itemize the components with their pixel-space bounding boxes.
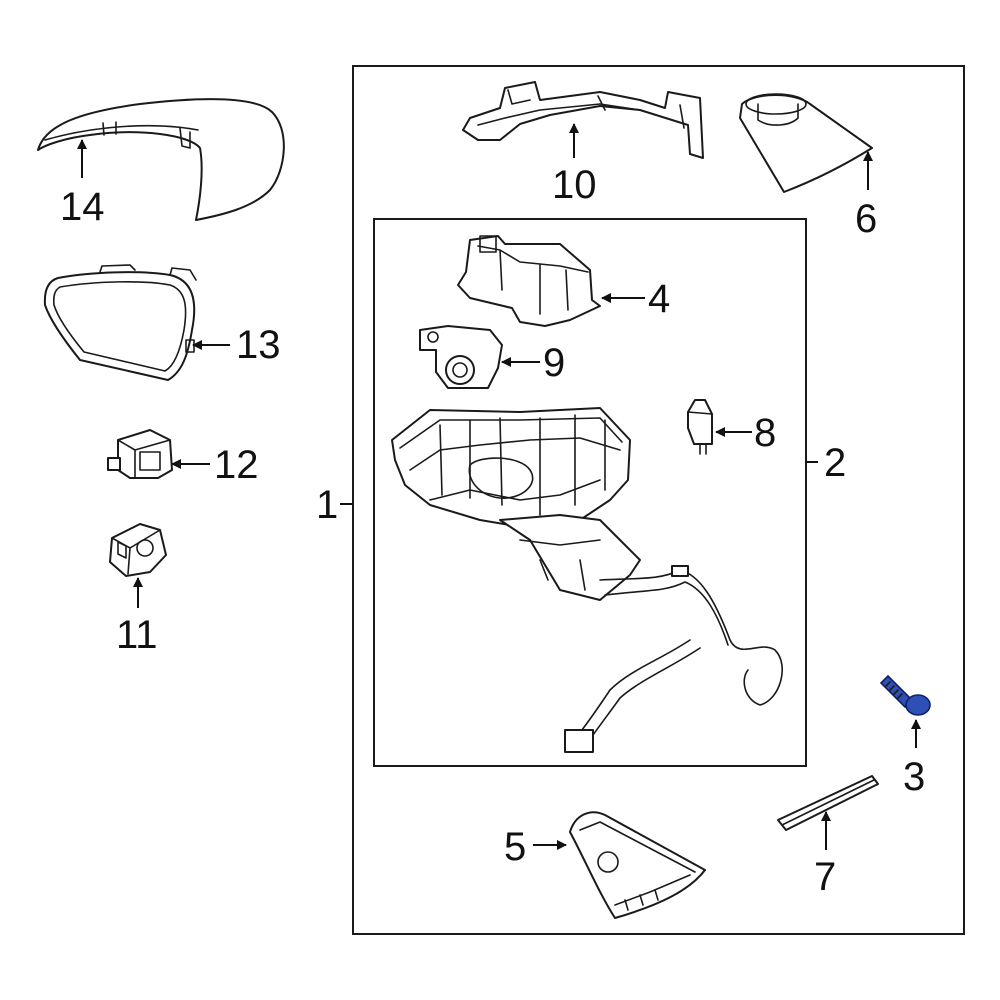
part-3-bolt[interactable] xyxy=(879,674,931,716)
part-7-trim-strip[interactable] xyxy=(777,775,879,831)
callout-2: 2 xyxy=(824,441,846,485)
callout-10: 10 xyxy=(552,163,597,207)
part-6-base-cover[interactable] xyxy=(739,93,873,193)
callout-9: 9 xyxy=(543,341,565,385)
part-2-base-assembly[interactable] xyxy=(391,407,784,753)
callout-1: 1 xyxy=(316,483,338,527)
callout-4: 4 xyxy=(648,277,670,321)
callout-11: 11 xyxy=(116,613,158,657)
assembly-frame-inner xyxy=(373,218,807,767)
callout-3: 3 xyxy=(903,755,925,799)
part-9-camera[interactable] xyxy=(419,325,503,389)
part-10-support-bracket[interactable] xyxy=(462,81,704,159)
assembly-frame-outer xyxy=(352,65,965,935)
callout-14: 14 xyxy=(60,185,105,229)
part-14-mirror-cover[interactable] xyxy=(37,98,285,221)
callout-13: 13 xyxy=(236,323,281,367)
part-13-mirror-glass[interactable] xyxy=(43,264,197,381)
part-4-housing[interactable] xyxy=(457,235,601,327)
part-5-lower-cover[interactable] xyxy=(569,811,706,919)
callout-7: 7 xyxy=(814,855,836,899)
callout-12: 12 xyxy=(214,443,259,487)
callout-8: 8 xyxy=(754,411,776,455)
callout-5: 5 xyxy=(504,825,526,869)
part-11-actuator[interactable] xyxy=(109,523,167,577)
part-8-connector[interactable] xyxy=(687,399,713,455)
part-12-mirror-motor[interactable] xyxy=(107,429,173,479)
callout-6: 6 xyxy=(855,197,877,241)
